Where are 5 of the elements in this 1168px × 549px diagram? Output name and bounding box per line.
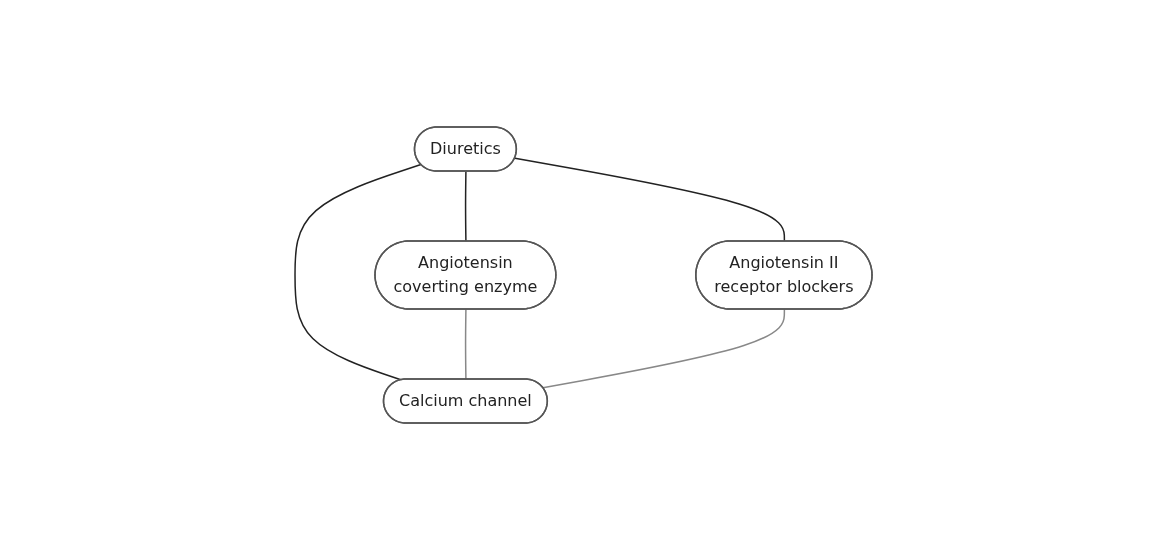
connector [514,157,786,242]
connector [542,308,786,388]
connector [465,170,468,242]
connector [294,163,423,381]
connector [465,308,468,380]
